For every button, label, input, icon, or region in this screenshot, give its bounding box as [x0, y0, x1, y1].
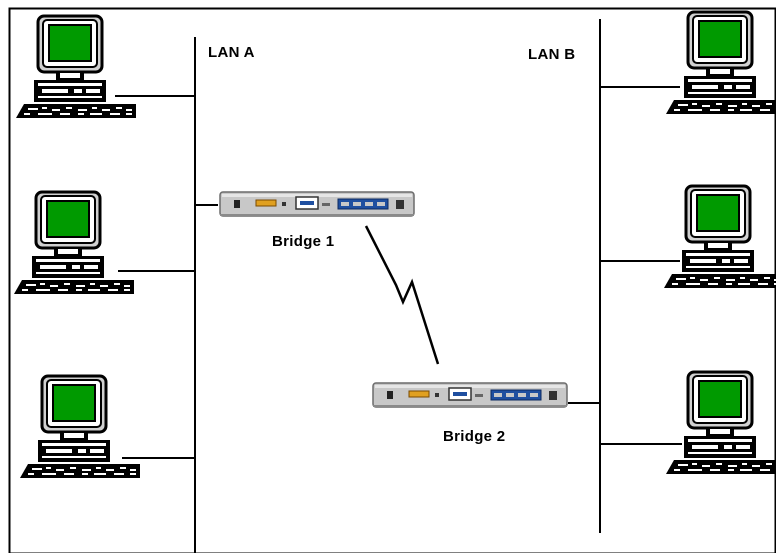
- lan-a-computer: [20, 376, 140, 478]
- lan-a-label: LAN A: [208, 44, 255, 61]
- lan-b-label: LAN B: [528, 46, 575, 63]
- lan-b-computer: [666, 372, 776, 474]
- lan-a-computer: [16, 16, 136, 118]
- bridge-1-device: [220, 192, 414, 216]
- lan-b-computer: [666, 12, 776, 114]
- lan-b-computer: [664, 186, 776, 288]
- bridge-1-label: Bridge 1: [272, 233, 334, 250]
- lan-a-computer: [14, 192, 134, 294]
- bridge-2-device: [373, 383, 567, 407]
- wireless-link: [366, 226, 438, 364]
- bridge-2-label: Bridge 2: [443, 428, 505, 445]
